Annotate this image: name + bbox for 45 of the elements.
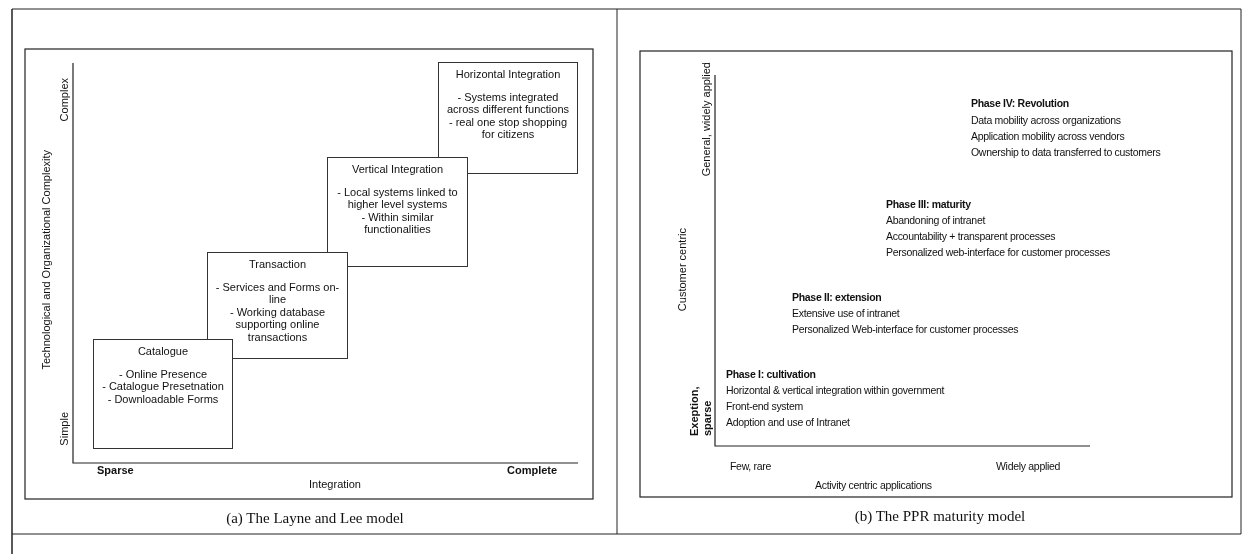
stage-title: Catalogue	[136, 345, 190, 358]
stage-item: - Local systems linked to higher level systems	[336, 185, 459, 211]
stage-item: - real one stop shopping for citizens	[448, 115, 568, 141]
axis-end-label: Few, rare	[730, 460, 772, 473]
axis-end-label: Exeption, sparse	[688, 385, 714, 436]
stage-item: - Working database supporting online transactions	[228, 305, 327, 343]
stage-item: - Services and Forms on-line	[214, 280, 341, 306]
axis-end-label: Complex	[58, 78, 71, 122]
phase-title: Phase IV: Revolution	[971, 97, 1069, 110]
phase-title: Phase I: cultivation	[726, 368, 816, 381]
stage-title: Transaction	[247, 258, 308, 271]
phase-item: Extensive use of intranet	[792, 307, 900, 320]
phase-item: Data mobility across organizations	[971, 114, 1121, 127]
stage-item: - Online Presence	[117, 367, 208, 380]
phase-item: Front-end system	[726, 400, 803, 413]
axis-end-label: General, widely applied	[700, 62, 713, 177]
axis-end-label: Simple	[58, 412, 71, 446]
phase-item: Personalized web-interface for customer processes	[886, 246, 1110, 259]
phase-title: Phase II: extension	[792, 291, 882, 304]
phase-item: Adoption and use of Intranet	[726, 416, 850, 429]
axis-title: Technological and Organizational Complexity	[40, 150, 53, 370]
stage-title: Horizontal Integration	[454, 68, 562, 81]
stage-item: - Catalogue Presetnation	[101, 380, 225, 393]
axis-title: Customer centric	[676, 228, 689, 312]
stage-box	[327, 157, 468, 267]
phase-title: Phase III: maturity	[886, 198, 971, 211]
axis-end-label: Complete	[507, 464, 558, 477]
stage-box	[93, 339, 233, 449]
phase-item: Abandoning of intranet	[886, 214, 986, 227]
phase-item: Personalized Web-interface for customer processes	[792, 323, 1019, 336]
phase-item: Ownership to data transferred to customers	[971, 146, 1161, 159]
axis-end-label: Sparse	[97, 464, 134, 477]
axis-title: Activity centric applications	[815, 479, 932, 492]
axis-title: Integration	[309, 478, 361, 491]
axis-end-label: Widely applied	[996, 460, 1061, 473]
caption: (a) The Layne and Lee model	[226, 512, 404, 525]
stage-item: - Systems integrated across different functions	[445, 90, 571, 116]
stage-item: - Downloadable Forms	[106, 392, 220, 405]
stage-title: Vertical Integration	[350, 163, 445, 176]
phase-item: Horizontal & vertical integration within government	[726, 384, 945, 397]
phase-item: Application mobility across vendors	[971, 130, 1125, 143]
phase-item: Accountability + transparent processes	[886, 230, 1056, 243]
caption: (b) The PPR maturity model	[854, 510, 1026, 523]
stage-item: - Within similar functionalities	[360, 210, 435, 236]
stage-box	[207, 252, 348, 359]
